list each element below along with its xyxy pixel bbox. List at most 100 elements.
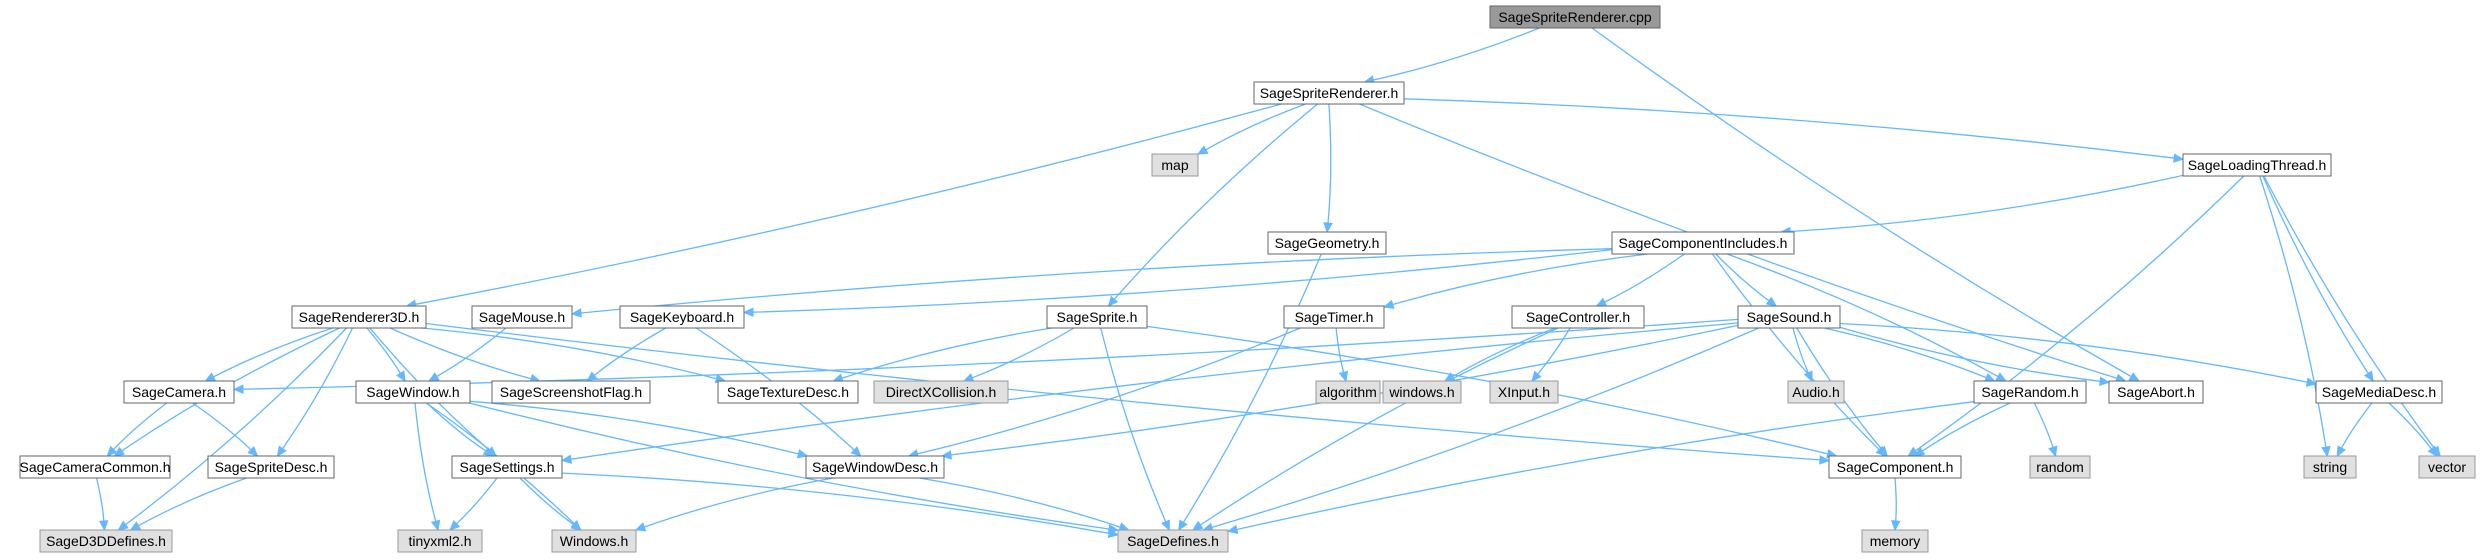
node-sagemediadesc-h[interactable]: SageMediaDesc.h [2315,380,2443,404]
node-sagetimer-h[interactable]: SageTimer.h [1283,305,1385,329]
edge-sagecontroller-h-to-xinput-h [1537,327,1571,375]
node-sagecameracommon-h[interactable]: SageCameraCommon.h [19,455,171,479]
node-box-vector [2418,455,2476,479]
node-sageabort-h[interactable]: SageAbort.h [2108,380,2204,404]
node-label-directxcollision-h: DirectXCollision.h [886,384,996,400]
node-sagesettings-h[interactable]: SageSettings.h [451,455,563,479]
node-label-sagegeometry-h: SageGeometry.h [1275,235,1380,251]
node-box-sagespriterenderer-cpp [1489,5,1661,29]
arrowhead-sagesound-h-to-sagemediadesc-h [2305,377,2318,387]
arrowhead-sagerenderer3d-h-to-sagespritedesc-h [276,445,287,458]
node-sagewindowdesc-h[interactable]: SageWindowDesc.h [805,455,945,479]
edge-sagesound-h-to-sagecamera-h [242,318,1739,390]
edge-sagecameracommon-h-to-saged3ddefines-h [95,477,105,522]
node-box-sageabort-h [2108,380,2204,404]
node-box-memory [1861,529,1929,553]
node-label-algorithm: algorithm [1319,384,1377,400]
node-box-sagewindow-h [355,380,471,404]
node-sagewindow-h[interactable]: SageWindow.h [355,380,471,404]
arrowhead-sagesound-h-to-sagerandom-h [1984,372,1996,382]
node-label-string: string [2313,459,2347,475]
node-box-sageloadingthread-h [2182,153,2332,177]
edge-sagespriterenderer-h-to-sageloadingthread-h [1403,98,2175,159]
node-label-map: map [1161,157,1188,173]
edge-sagespriterenderer-h-to-map [1205,103,1306,151]
node-sagespriterenderer-h[interactable]: SageSpriteRenderer.h [1253,81,1405,105]
node-label-saged3ddefines-h: SageD3DDefines.h [46,533,166,549]
node-label-sageabort-h: SageAbort.h [2117,384,2195,400]
edge-sagesound-h-to-sagesettings-h [570,322,1739,460]
edge-sagecomponentincludes-h-to-sagemousee-h [580,248,1613,314]
edge-sagemousee-h-to-sagewindow-h [436,327,507,378]
node-sagescreenshotflag-h[interactable]: SageScreenshotFlag.h [491,380,651,404]
node-sagecomponent-h[interactable]: SageComponent.h [1828,455,1962,479]
arrowhead-sagecontroller-h-to-xinput-h [1531,370,1542,382]
node-box-sagedefines-h [1117,529,1229,553]
edge-sagerandom-h-to-sagedefines-h [1236,401,1975,531]
arrowhead-sagecomponentincludes-h-to-sagetimer-h [1382,299,1395,310]
node-label-sagespritedesc-h: SageSpriteDesc.h [215,459,328,475]
node-box-saged3ddefines-h [39,529,173,553]
node-sagecontroller-h[interactable]: SageController.h [1511,305,1645,329]
node-label-sageloadingthread-h: SageLoadingThread.h [2188,157,2327,173]
node-sagekeyboard-h[interactable]: SageKeyboard.h [619,305,745,329]
node-label-sagecomponentincludes-h: SageComponentIncludes.h [1619,235,1788,251]
arrowhead-sagecomponentincludes-h-to-sagerandom-h [1995,372,2007,382]
arrowhead-sagespriterenderer-h-to-sagegeometry-h [1323,222,1333,234]
node-box-directxcollision-h [873,380,1009,404]
node-box-string [2303,455,2357,479]
node-string: string [2303,455,2357,479]
node-sagegeometry-h[interactable]: SageGeometry.h [1267,231,1387,255]
arrowhead-sagecomponent-h-to-memory [1890,520,1901,532]
node-box-windows-h [551,529,637,553]
edge-sagesound-h-to-sageabort-h [1839,326,2101,382]
arrowhead-sagecamera-h-to-sagecameracommon-h [106,445,118,457]
arrowhead-sagecameracommon-h-to-saged3ddefines-h [99,520,109,532]
node-box-sagerenderer3d-h [291,305,427,329]
node-label-random: random [2036,459,2083,475]
edge-sagerandom-h-to-sagecomponent-h [1921,402,2011,452]
arrowhead-sagetimer-h-to-algorithm [1338,370,1349,383]
arrowhead-sagerandom-h-to-random [2048,445,2058,458]
edge-sagesound-h-to-sagerandom-h [1824,327,1987,379]
node-sagecomponentincludes-h[interactable]: SageComponentIncludes.h [1611,231,1795,255]
node-box-sagemousee-h [471,305,573,329]
node-label-sagesound-h: SageSound.h [1747,309,1832,325]
arrowhead-sagecamera-h-to-sagespritedesc-h [247,446,259,457]
node-sagemousee-h[interactable]: SageMouse.h [471,305,573,329]
edge-sagesprite-h-to-sagecomponent-h [1146,325,1828,455]
arrowhead-sagerenderer3d-h-to-sagecomponent-h [1819,455,1831,465]
arrowhead-sagemediadesc-h-to-string [2336,445,2346,458]
node-box-algorithm [1315,380,1381,404]
node-sagerandom-h[interactable]: SageRandom.h [1973,380,2087,404]
edge-sagecamera-h-to-sagecameracommon-h [113,402,168,450]
arrowhead-sagesound-h-to-audio-h [1803,370,1813,383]
edge-sagecamera-h-to-sagespritedesc-h [192,402,252,451]
node-box-random [2029,455,2091,479]
node-audio-h: Audio.h [1787,380,1845,404]
node-map: map [1151,153,1199,177]
arrowhead-sagegeometry-h-to-sagedefines-h [1178,519,1188,532]
node-box-sagecomponentincludes-h [1611,231,1795,255]
node-sagetexturedesc-h[interactable]: SageTextureDesc.h [717,380,859,404]
arrowhead-sagerenderer3d-h-to-sagecameracommon-h [113,446,125,457]
arrowhead-sagerenderer3d-h-to-saged3ddefines-h [117,520,129,531]
edge-sagemediadesc-h-to-string [2340,402,2373,449]
node-sagespriterenderer-cpp[interactable]: SageSpriteRenderer.cpp [1489,5,1661,29]
node-sagerenderer3d-h[interactable]: SageRenderer3D.h [291,305,427,329]
edge-sagesound-h-to-sagemediadesc-h [1839,322,2308,383]
node-sageloadingthread-h[interactable]: SageLoadingThread.h [2182,153,2332,177]
node-box-sagekeyboard-h [619,305,745,329]
edge-sagesettings-h-to-windows-h [519,477,575,526]
node-box-xinput-h [1489,380,1559,404]
edge-sagespritedesc-h-to-saged3ddefines-h [138,477,247,527]
node-sagespritedesc-h[interactable]: SageSpriteDesc.h [207,455,335,479]
node-sagecamera-h[interactable]: SageCamera.h [123,380,235,404]
node-label-vector: vector [2428,459,2466,475]
node-sagesprite-h[interactable]: SageSprite.h [1046,305,1148,329]
node-sagesound-h[interactable]: SageSound.h [1737,305,1841,329]
node-box-sagecameracommon-h [19,455,171,479]
node-random: random [2029,455,2091,479]
arrowhead-sagekeyboard-h-to-sagewindowdesc-h [850,446,862,457]
